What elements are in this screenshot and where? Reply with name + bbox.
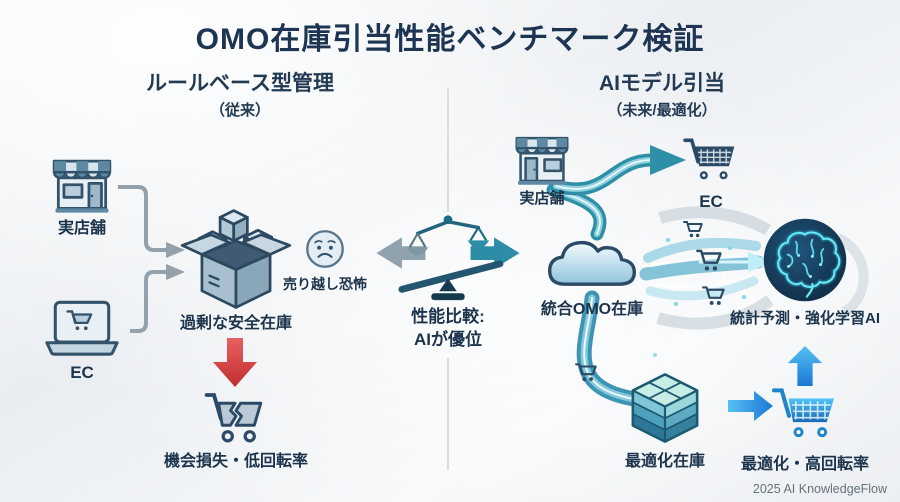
left-subheading: （従来）	[209, 102, 270, 120]
ai-brain-icon	[763, 218, 847, 302]
laptop-cart-icon	[45, 300, 119, 356]
cloud-node: 統合OMO在庫	[522, 230, 662, 320]
blue-up-arrow	[787, 346, 823, 386]
page-title: OMO在庫引当性能ベンチマーク検証	[195, 23, 705, 56]
blue-cart-icon	[771, 388, 834, 438]
left-result-label: 機会損失・低回転率	[163, 453, 308, 470]
left-store-node: 実店舗	[32, 150, 132, 239]
compare-arrow-left	[376, 237, 426, 269]
comparison-caption-line2: AIが優位	[414, 329, 482, 349]
right-section-header: AIモデル引当 （未来/最適化）	[532, 72, 792, 120]
storefront-icon	[52, 159, 112, 213]
inventory-label: 最適化在庫	[624, 453, 705, 470]
ai-brain-node: 統計予測・強化学習AI	[713, 216, 897, 329]
blue-right-arrow	[728, 391, 773, 421]
center-divider-top	[447, 88, 449, 212]
left-result-node: 機会損失・低回転率	[150, 386, 322, 472]
compare-arrow-right	[470, 237, 520, 269]
cart-icon	[683, 138, 735, 180]
gray-waves	[656, 206, 869, 330]
right-heading: AIモデル引当	[599, 72, 725, 95]
left-connectors	[118, 185, 166, 333]
worried-face-icon	[306, 230, 344, 268]
ai-label: 統計予測・強化学習AI	[729, 310, 880, 327]
comparison-caption: 性能比較: AIが優位	[372, 306, 524, 352]
left-heading: ルールベース型管理	[146, 72, 334, 95]
left-arrowhead-top	[166, 242, 185, 258]
flow-cloud-to-inventory	[576, 290, 642, 407]
inventory-node: 最適化在庫	[620, 370, 710, 472]
footer-credit: 2025 AI KnowledgeFlow	[752, 482, 887, 496]
center-divider-bottom	[447, 358, 449, 470]
overstock-node: 過剰な安全在庫	[166, 206, 306, 334]
cloud-label: 統合OMO在庫	[540, 301, 644, 318]
right-store-node: 実店舗	[500, 128, 584, 209]
left-ec-node: EC	[32, 300, 132, 383]
flow-store-to-ec	[549, 153, 659, 196]
stream-sparkles	[653, 238, 746, 357]
right-ec-node: EC	[676, 134, 746, 212]
broken-cart-icon	[204, 393, 263, 443]
balance-scale-icon	[376, 215, 520, 301]
fear-label: 売り越し恐怖	[283, 276, 367, 292]
right-subheading: （未来/最適化）	[607, 102, 717, 120]
right-result-label: 最適化・高回転率	[740, 456, 869, 473]
overstock-label: 過剰な安全在庫	[179, 315, 292, 332]
left-arrowhead-bottom	[166, 264, 185, 280]
comparison-caption-line1: 性能比較:	[411, 307, 485, 326]
glow-arrowhead-brain	[748, 252, 772, 272]
right-store-label: 実店舗	[519, 190, 565, 207]
storefront-icon	[515, 136, 569, 185]
cloud-icon	[548, 240, 637, 286]
red-down-arrow	[213, 338, 257, 387]
right-ec-label: EC	[699, 192, 723, 211]
left-store-label: 実店舗	[57, 220, 106, 237]
left-ec-label: EC	[70, 363, 94, 382]
teal-arrowhead-ec	[650, 145, 686, 175]
fear-node: 売り越し恐怖	[281, 228, 369, 294]
left-section-header: ルールベース型管理 （従来）	[110, 72, 370, 120]
overflowing-box-icon	[180, 209, 292, 309]
stacked-inventory-icon	[631, 373, 699, 443]
